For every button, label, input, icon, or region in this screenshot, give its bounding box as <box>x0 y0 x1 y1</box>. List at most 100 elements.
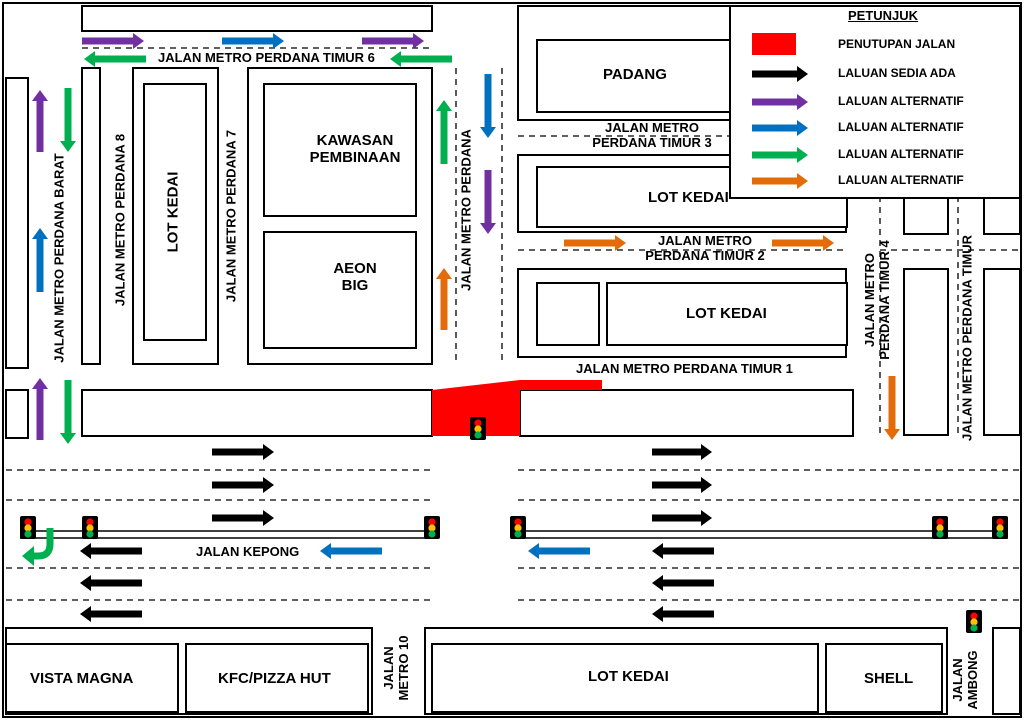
timur3-line2: PERDANA TIMUR 3 <box>592 134 712 150</box>
purple-arrow-barat-up <box>32 90 48 152</box>
traffic-light-2 <box>82 516 98 539</box>
blue-arrow-kepong-right <box>528 543 590 559</box>
road-metro-10: JALAN METRO 10 <box>381 635 412 701</box>
road-ambong: JALAN AMBONG <box>950 650 981 710</box>
block-left-small <box>5 389 29 439</box>
existing-arrow-east-right-0 <box>652 444 712 460</box>
legend-arrow-purple <box>752 94 808 110</box>
kawasan-line2: PEMBINAAN <box>309 149 401 167</box>
traffic-light-4 <box>510 516 526 539</box>
block-aeon-big-rect <box>263 231 417 349</box>
road-timur-4: JALAN METRO PERDANA TIMUR 4 <box>862 240 893 360</box>
existing-arrow-west-right-1 <box>652 575 714 591</box>
road-perdana-8: JALAN METRO PERDANA 8 <box>112 133 128 307</box>
block-perdana8-strip <box>81 67 101 365</box>
road-timur: JALAN METRO PERDANA TIMUR <box>959 234 975 442</box>
green-arrow-barat-lower-down <box>60 380 76 444</box>
purple-arrow-barat-lower-up <box>32 378 48 440</box>
block-lot-kedai-4-rect <box>431 643 819 713</box>
ambong-line2: AMBONG <box>965 650 980 710</box>
traffic-light-ambong <box>966 610 982 633</box>
green-uturn-curve <box>34 528 54 560</box>
block-timur4-strip <box>903 268 949 436</box>
green-arrow-barat-down <box>60 88 76 152</box>
purple-arrow-top-right <box>362 33 424 49</box>
traffic-light-3 <box>424 516 440 539</box>
orange-arrow-timur2-right <box>772 235 834 251</box>
existing-arrow-west-left-1 <box>80 575 142 591</box>
existing-arrow-east-left-0 <box>212 444 274 460</box>
metro10-line2: METRO 10 <box>396 635 411 701</box>
legend-swatch-closure <box>752 33 796 55</box>
existing-arrow-west-left-0 <box>80 543 142 559</box>
block-median-left <box>81 389 433 437</box>
block-ambong-right <box>992 627 1021 715</box>
legend-label-existing: LALUAN SEDIA ADA <box>838 66 956 80</box>
road-timur-2: JALAN METRO PERDANA TIMUR 2 <box>635 233 775 264</box>
legend-arrow-orange <box>752 173 808 189</box>
legend-label-closure: PENUTUPAN JALAN <box>838 37 956 51</box>
ambong-line1: JALAN <box>950 658 966 702</box>
block-right-small-2 <box>983 195 1021 235</box>
green-arrow-top-right <box>390 51 452 67</box>
block-median-right <box>519 389 854 437</box>
road-perdana-7: JALAN METRO PERDANA 7 <box>223 129 239 303</box>
kawasan-line1: KAWASAN <box>316 132 394 149</box>
timur4-line2: PERDANA TIMUR 4 <box>877 240 892 360</box>
block-shell: SHELL <box>864 670 914 687</box>
block-kawasan-pembinaan: KAWASAN PEMBINAAN <box>295 132 415 167</box>
blue-arrow-barat-up <box>32 228 48 292</box>
existing-arrow-east-left-1 <box>212 477 274 493</box>
traffic-light-closure <box>470 417 486 440</box>
block-lot-kedai-4: LOT KEDAI <box>588 668 669 685</box>
blue-arrow-perdana-down <box>480 74 496 138</box>
road-timur-3: JALAN METRO PERDANA TIMUR 3 <box>582 120 722 151</box>
block-small-square <box>536 282 600 346</box>
traffic-light-6 <box>992 516 1008 539</box>
road-perdana: JALAN METRO PERDANA <box>458 129 474 291</box>
existing-arrow-east-left-2 <box>212 510 274 526</box>
block-kfc-rect <box>185 643 369 713</box>
road-timur-1: JALAN METRO PERDANA TIMUR 1 <box>576 361 793 376</box>
existing-arrow-west-right-2 <box>652 606 714 622</box>
block-top-strip <box>81 5 433 32</box>
orange-arrow-timur4-down <box>884 376 900 440</box>
block-right-small-1 <box>903 195 949 235</box>
timur2-line2: PERDANA TIMUR 2 <box>645 247 765 263</box>
metro10-line1: JALAN <box>381 646 397 690</box>
block-vista-magna: VISTA MAGNA <box>30 670 134 687</box>
road-kepong: JALAN KEPONG <box>196 544 300 559</box>
block-vista-magna-rect <box>5 643 179 713</box>
block-left-strip <box>5 77 29 369</box>
block-aeon-big: AEON BIG <box>295 260 415 295</box>
legend-label-purple: LALUAN ALTERNATIF <box>838 94 964 108</box>
road-timur-6: JALAN METRO PERDANA TIMUR 6 <box>158 50 375 65</box>
block-lot-kedai-1-inner <box>143 83 207 341</box>
existing-arrow-west-left-2 <box>80 606 142 622</box>
legend-arrow-blue <box>752 120 808 136</box>
blue-arrow-kepong-left <box>320 543 382 559</box>
timur4-line1: JALAN METRO <box>862 253 878 347</box>
block-timur-strip <box>983 268 1021 436</box>
purple-arrow-top-left <box>82 33 144 49</box>
timur2-line1: JALAN METRO <box>658 233 752 248</box>
road-perdana-barat: JALAN METRO PERDANA BARAT <box>51 153 67 363</box>
green-arrow-top-left <box>84 51 146 67</box>
orange-arrow-timur2-left <box>564 235 626 251</box>
timur3-line1: JALAN METRO <box>605 120 699 135</box>
block-padang: PADANG <box>603 66 667 83</box>
blue-arrow-top <box>222 33 284 49</box>
traffic-light-5 <box>932 516 948 539</box>
existing-arrow-east-right-2 <box>652 510 712 526</box>
legend-title: PETUNJUK <box>848 8 919 23</box>
aeon-line1: AEON <box>333 260 377 277</box>
block-kawasan-pembinaan-rect <box>263 83 417 217</box>
aeon-line2: BIG <box>341 277 369 295</box>
legend-arrow-existing <box>752 66 808 82</box>
green-uturn-head <box>22 546 34 566</box>
legend-label-green: LALUAN ALTERNATIF <box>838 147 964 161</box>
block-lot-kedai-3-rect <box>606 282 848 346</box>
block-lot-kedai-1: LOT KEDAI <box>164 171 182 253</box>
